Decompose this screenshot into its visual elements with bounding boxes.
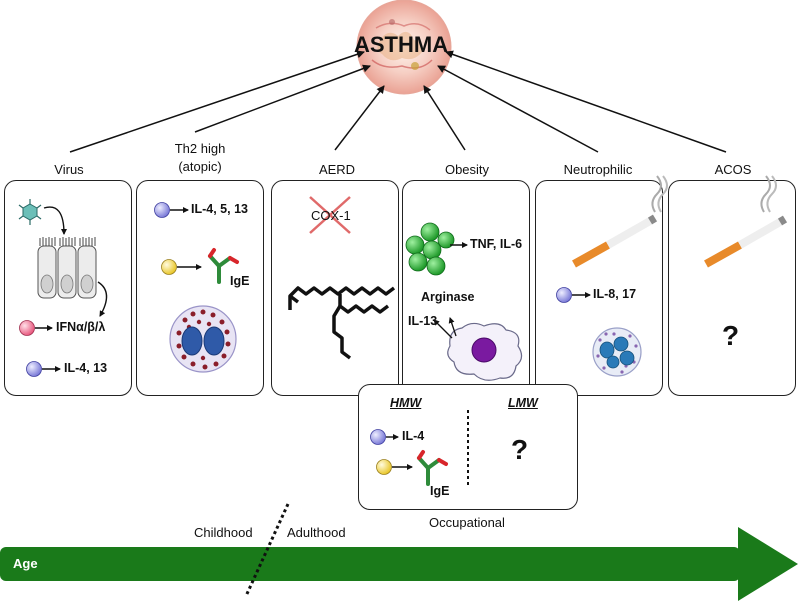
obesity-arginase-label: Arginase [421,290,475,304]
category-label-th2-line1: Th2 high [174,141,226,156]
category-label-virus: Virus [54,162,84,177]
asthma-cell-illustration [356,0,452,95]
virus-ifn-label: IFNα/β/λ [56,320,106,334]
timeline-childhood-label: Childhood [194,525,253,540]
category-label-neutrophilic: Neutrophilic [563,162,633,177]
occupational-ige-label: IgE [430,484,450,498]
occupational-label: Occupational [429,515,505,530]
neutrophilic-il-label: IL-8, 17 [593,287,637,301]
obesity-box [402,180,530,396]
category-label-acos: ACOS [714,162,752,177]
obesity-tnf-label: TNF, IL-6 [470,237,523,251]
asthma-title: ASTHMA [354,32,449,57]
occupational-il4-label: IL-4 [402,429,425,443]
th2-ige-label: IgE [230,274,250,288]
timeline-adulthood-label: Adulthood [287,525,346,540]
obesity-il13-label: IL-13 [408,314,438,328]
occupational-lmw-label: LMW [508,396,538,410]
category-label-obesity: Obesity [444,162,490,177]
aerd-cox-label: COX-1 [311,208,351,223]
timeline-age-label: Age [13,556,38,571]
arrows-to-asthma [69,50,727,153]
category-label-th2-line2: (atopic) [178,159,222,174]
occupational-unknown-mark: ? [511,434,529,465]
acos-unknown-mark: ? [722,320,740,351]
virus-il-label: IL-4, 13 [64,361,108,375]
category-label-aerd: AERD [318,162,356,177]
occupational-hmw-label: HMW [390,396,422,410]
acos-box [668,180,796,396]
th2-il-label: IL-4, 5, 13 [191,202,248,216]
age-arrow [0,503,798,601]
